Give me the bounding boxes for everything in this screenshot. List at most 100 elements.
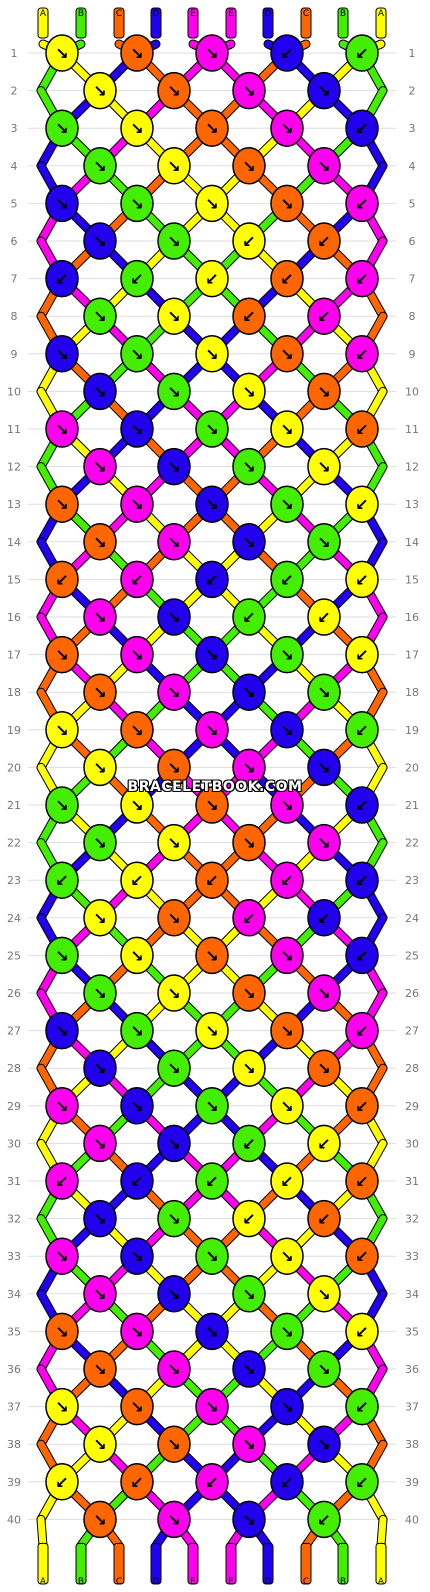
knot [270,936,304,975]
knot-arrow-icon: ↘ [205,420,218,439]
knot-arrow-icon: ↙ [355,871,368,890]
knot-arrow-icon: ↘ [205,495,218,514]
knot-arrow-icon: ↘ [205,44,218,63]
knot [232,1049,266,1087]
row-number-right: 12 [405,461,419,474]
string-end-bottom [37,1542,49,1585]
string-end-bottom [150,1542,162,1585]
knot [83,71,117,110]
string-label-bottom: A [40,1577,47,1587]
string-end-bottom [225,1542,237,1585]
knot-arrow-icon: ↙ [280,1473,293,1492]
row-number-right: 24 [405,912,419,925]
knot [307,1199,341,1238]
knot [307,447,341,486]
row-number-left: 18 [7,686,21,699]
knot [195,109,229,147]
knot-arrow-icon: ↘ [242,758,255,777]
knot [83,1049,117,1087]
knot [157,1275,191,1313]
knot [120,635,154,674]
knot-arrow-icon: ↙ [130,570,143,589]
knot-arrow-icon: ↘ [167,758,180,777]
row-number-right: 39 [405,1476,419,1489]
row-number-right: 14 [405,536,419,549]
knot-arrow-icon: ↘ [130,796,143,815]
knot-arrow-icon: ↙ [280,270,293,289]
knot [45,1312,79,1351]
knot [45,1087,79,1125]
row-number-left: 16 [7,611,21,624]
knot-arrow-icon: ↘ [130,721,143,740]
knot [232,598,266,636]
knot [45,259,79,298]
knot [83,1500,117,1539]
knot-arrow-icon: ↙ [355,44,368,63]
knot-arrow-icon: ↘ [280,1247,293,1266]
knot [120,861,154,899]
knot [307,1425,341,1463]
knot-arrow-icon: ↘ [167,984,180,1003]
knot [83,673,117,711]
knot [120,1387,154,1426]
row-number-left: 1 [11,47,18,60]
row-number-right: 18 [405,686,419,699]
knot-arrow-icon: ↘ [93,458,106,477]
knot [270,1463,304,1501]
knot [345,1237,379,1275]
knot-arrow-icon: ↙ [55,871,68,890]
knot-arrow-icon: ↘ [242,984,255,1003]
knot-arrow-icon: ↘ [280,1097,293,1116]
knot-arrow-icon: ↙ [317,608,330,627]
knot [157,1350,191,1388]
knot [157,748,191,787]
knot-arrow-icon: ↘ [317,1360,330,1379]
knot-arrow-icon: ↘ [205,646,218,665]
knot [195,1011,229,1050]
knot [307,1124,341,1163]
knot [45,335,79,373]
row-number-left: 26 [7,987,21,1000]
knot-arrow-icon: ↘ [93,533,106,552]
knot-arrow-icon: ↘ [167,1435,180,1454]
row-number-right: 27 [405,1025,419,1038]
knot-arrow-icon: ↘ [167,1210,180,1229]
row-number-right: 22 [405,837,419,850]
knot [307,1500,341,1539]
knot-arrow-icon: ↙ [355,721,368,740]
knot-arrow-icon: ↘ [93,1510,106,1529]
knot-arrow-icon: ↙ [280,1172,293,1191]
knot [270,635,304,674]
knot-arrow-icon: ↘ [242,458,255,477]
knot [345,1087,379,1125]
knot [195,410,229,448]
knot-arrow-icon: ↘ [55,1022,68,1041]
knot-arrow-icon: ↘ [205,796,218,815]
knot-arrow-icon: ↘ [167,834,180,853]
string-label-top: A [378,9,385,19]
row-number-left: 37 [7,1401,21,1414]
knot-arrow-icon: ↘ [130,1097,143,1116]
knot [270,861,304,899]
knot [195,1237,229,1275]
string-label-top: B [78,9,84,19]
knot-arrow-icon: ↘ [55,946,68,965]
knot [45,485,79,523]
row-number-left: 15 [7,573,21,586]
knot [345,1312,379,1351]
knot-arrow-icon: ↘ [280,345,293,364]
knot [232,523,266,561]
knot-arrow-icon: ↘ [55,44,68,63]
knot-arrow-icon: ↘ [242,382,255,401]
knot [345,410,379,448]
knot [232,1500,266,1539]
knot [45,1387,79,1426]
row-number-right: 4 [409,160,416,173]
row-number-right: 36 [405,1363,419,1376]
knot [195,1087,229,1125]
knot [157,147,191,185]
string-end-top [187,7,199,39]
knot-arrow-icon: ↘ [130,1247,143,1266]
knot [270,34,304,72]
knot [83,297,117,335]
